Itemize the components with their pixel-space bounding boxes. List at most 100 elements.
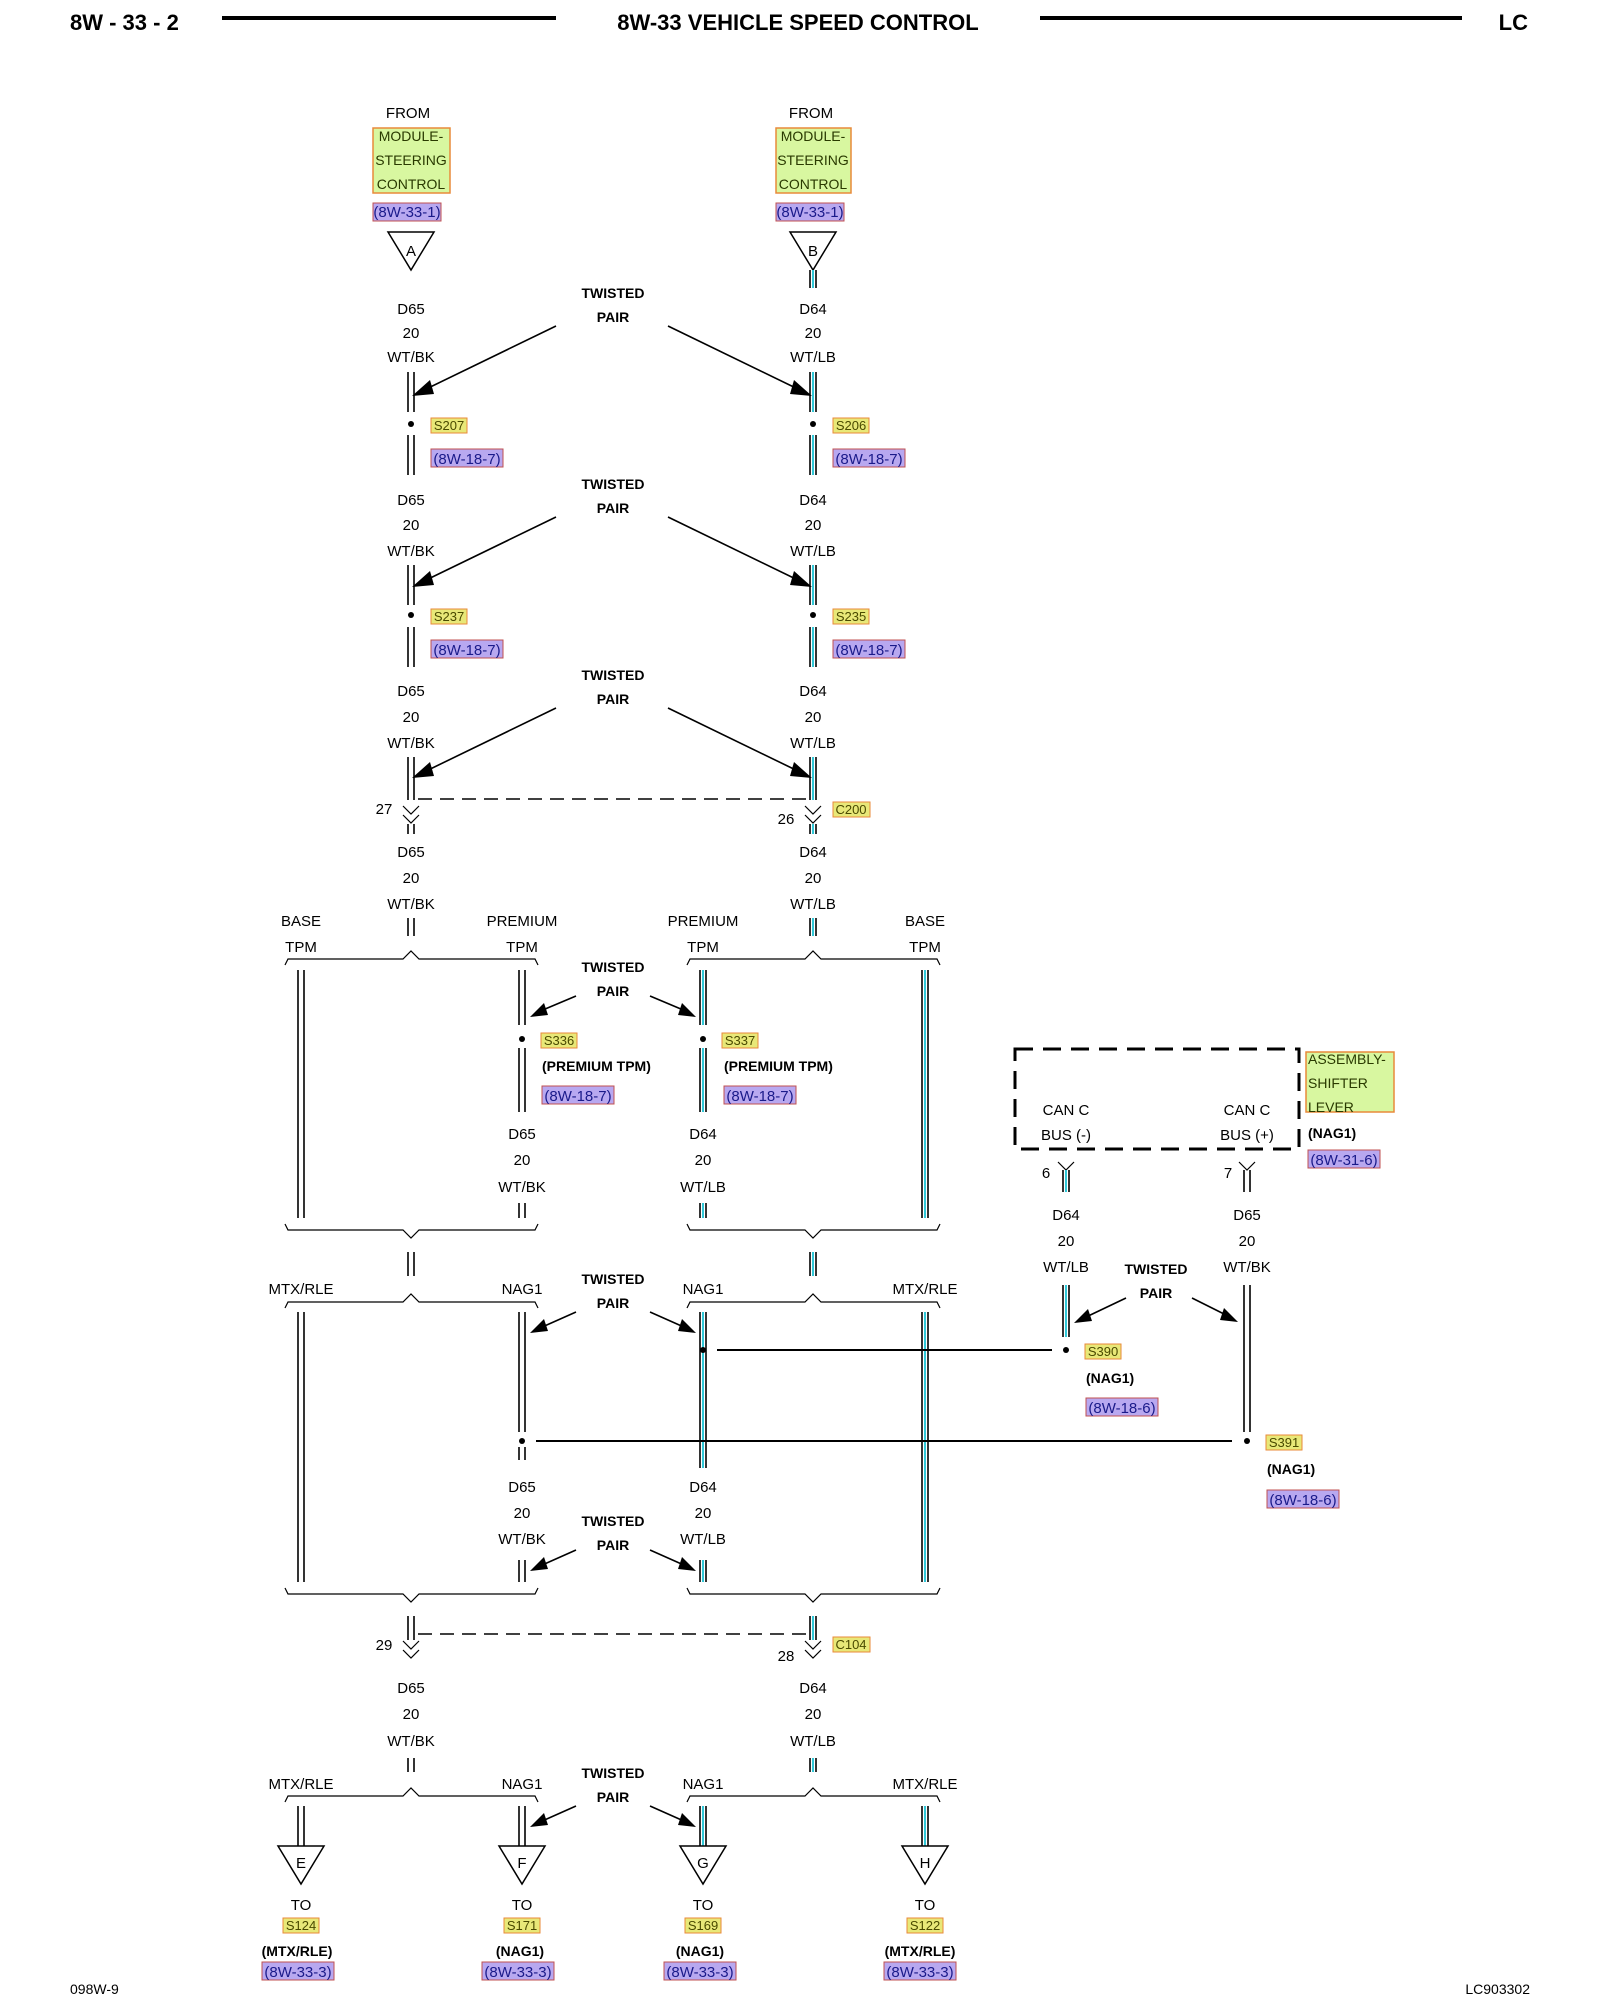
splice-box-s207 — [430, 417, 468, 434]
output-e-ref[interactable]: (8W-33-3) — [264, 1964, 331, 1981]
svg-text:TWISTED: TWISTED — [582, 285, 645, 301]
svg-text:TWISTED: TWISTED — [582, 667, 645, 683]
svg-text:BASE: BASE — [281, 913, 321, 930]
splice-s235: S235 — [836, 609, 866, 624]
svg-text:20: 20 — [805, 870, 822, 887]
svg-text:TWISTED: TWISTED — [582, 1513, 645, 1529]
ref-box-s391 — [1266, 1489, 1340, 1509]
nag1-junction-left — [519, 1438, 525, 1444]
splice-s390-note: (NAG1) — [1086, 1370, 1134, 1386]
svg-text:WT/BK: WT/BK — [498, 1531, 546, 1548]
splice-s206: S206 — [836, 418, 866, 433]
module-a-ref[interactable]: (8W-33-1) — [373, 204, 440, 221]
svg-text:20: 20 — [695, 1152, 712, 1169]
output-e-to: TO — [291, 1897, 312, 1914]
wire-labels-1: D65 20 WT/BK D64 20 WT/LB — [387, 301, 836, 366]
svg-text:BASE: BASE — [905, 913, 945, 930]
output-h-splice-box — [906, 1917, 944, 1934]
connector-f-symbol — [497, 1845, 547, 1886]
wire-labels-3: D65 20 WT/BK D64 20 WT/LB — [387, 683, 836, 752]
svg-text:PAIR: PAIR — [597, 1789, 629, 1805]
shifter-assembly-outline — [1013, 1047, 1301, 1151]
svg-text:WT/BK: WT/BK — [498, 1179, 546, 1196]
ref-box-s235 — [832, 639, 906, 659]
splice-s237-ref[interactable]: (8W-18-7) — [433, 642, 500, 659]
svg-text:WT/LB: WT/LB — [790, 735, 836, 752]
bottom-branch-wires — [297, 1806, 929, 1846]
splice-dot-s337 — [700, 1036, 706, 1042]
output-e-note: (MTX/RLE) — [262, 1943, 333, 1959]
module-box-b — [775, 127, 852, 194]
connector-a-label: A — [406, 243, 416, 260]
svg-text:NAG1: NAG1 — [683, 1281, 724, 1298]
splice-s391-ref[interactable]: (8W-18-6) — [1269, 1492, 1336, 1509]
output-g-ref[interactable]: (8W-33-3) — [666, 1964, 733, 1981]
output-f-ref[interactable]: (8W-33-3) — [484, 1964, 551, 1981]
c104-right-pin: 28 — [778, 1648, 795, 1665]
svg-text:D64: D64 — [799, 844, 827, 861]
splice-box-s337 — [721, 1032, 759, 1049]
svg-text:20: 20 — [805, 709, 822, 726]
svg-text:PREMIUM: PREMIUM — [668, 913, 739, 930]
svg-text:D65: D65 — [397, 844, 425, 861]
module-b-ref[interactable]: (8W-33-1) — [776, 204, 843, 221]
splice-box-s237 — [430, 608, 468, 625]
output-h-ref[interactable]: (8W-33-3) — [886, 1964, 953, 1981]
connector-h-label: H — [920, 1855, 931, 1872]
output-e-ref-box — [261, 1961, 335, 1981]
shifter-pin-left-name-1: CAN C — [1043, 1102, 1090, 1119]
output-g-note: (NAG1) — [676, 1943, 724, 1959]
svg-text:TWISTED: TWISTED — [582, 959, 645, 975]
page-number: 8W - 33 - 2 — [70, 10, 179, 35]
svg-text:MTX/RLE: MTX/RLE — [268, 1281, 333, 1298]
svg-text:20: 20 — [1058, 1233, 1075, 1250]
connector-a-symbol — [386, 231, 436, 272]
twisted-pair-bottom: TWISTED PAIR — [530, 1765, 696, 1827]
splice-s336-ref[interactable]: (8W-18-7) — [544, 1088, 611, 1105]
splice-s237: S237 — [434, 609, 464, 624]
shifter-module-box — [1305, 1051, 1395, 1113]
splice-s391: S391 — [1269, 1435, 1299, 1450]
connector-g-symbol — [678, 1845, 728, 1886]
connector-c104 — [402, 1633, 822, 1659]
trans-branch-braces — [284, 1293, 941, 1603]
svg-text:TPM: TPM — [909, 939, 941, 956]
svg-text:NAG1: NAG1 — [502, 1281, 543, 1298]
from-label-a: FROM — [386, 105, 430, 122]
svg-text:20: 20 — [805, 1706, 822, 1723]
splice-s337-ref[interactable]: (8W-18-7) — [726, 1088, 793, 1105]
svg-text:PREMIUM: PREMIUM — [487, 913, 558, 930]
svg-text:D64: D64 — [799, 301, 827, 318]
svg-text:WT/BK: WT/BK — [387, 543, 435, 560]
wire-labels-2: D65 20 WT/BK D64 20 WT/LB — [387, 492, 836, 560]
splice-s207-ref[interactable]: (8W-18-7) — [433, 451, 500, 468]
ref-box-s390 — [1085, 1397, 1159, 1417]
ref-box-s206 — [832, 448, 906, 468]
tpm-branch-braces — [284, 950, 941, 1239]
splice-box-s235 — [832, 608, 870, 625]
connector-c200 — [402, 798, 822, 824]
shifter-ref[interactable]: (8W-31-6) — [1310, 1152, 1377, 1169]
ref-box-a — [372, 202, 442, 222]
svg-text:WT/LB: WT/LB — [680, 1531, 726, 1548]
output-g-splice: S169 — [688, 1918, 718, 1933]
splice-s336: S336 — [544, 1033, 574, 1048]
shifter-pin-left-name-2: BUS (-) — [1041, 1127, 1091, 1144]
output-h-splice: S122 — [910, 1918, 940, 1933]
splice-dot-s207 — [408, 421, 414, 427]
splice-s206-ref[interactable]: (8W-18-7) — [835, 451, 902, 468]
module-b-line2: STEERING — [777, 152, 849, 168]
svg-text:WT/BK: WT/BK — [1223, 1259, 1271, 1276]
splice-box-s390 — [1084, 1343, 1122, 1360]
splice-s235-ref[interactable]: (8W-18-7) — [835, 642, 902, 659]
module-b-line1: MODULE- — [781, 128, 846, 144]
svg-text:20: 20 — [403, 325, 420, 342]
svg-text:20: 20 — [403, 870, 420, 887]
c200-right-pin: 26 — [778, 811, 795, 828]
splice-s390-ref[interactable]: (8W-18-6) — [1088, 1400, 1155, 1417]
svg-text:D65: D65 — [1233, 1207, 1261, 1224]
twisted-pair-2: TWISTED PAIR — [412, 476, 812, 587]
svg-text:WT/LB: WT/LB — [680, 1179, 726, 1196]
connector-f-label: F — [517, 1855, 526, 1872]
tpm-branch-wires — [297, 970, 929, 1218]
